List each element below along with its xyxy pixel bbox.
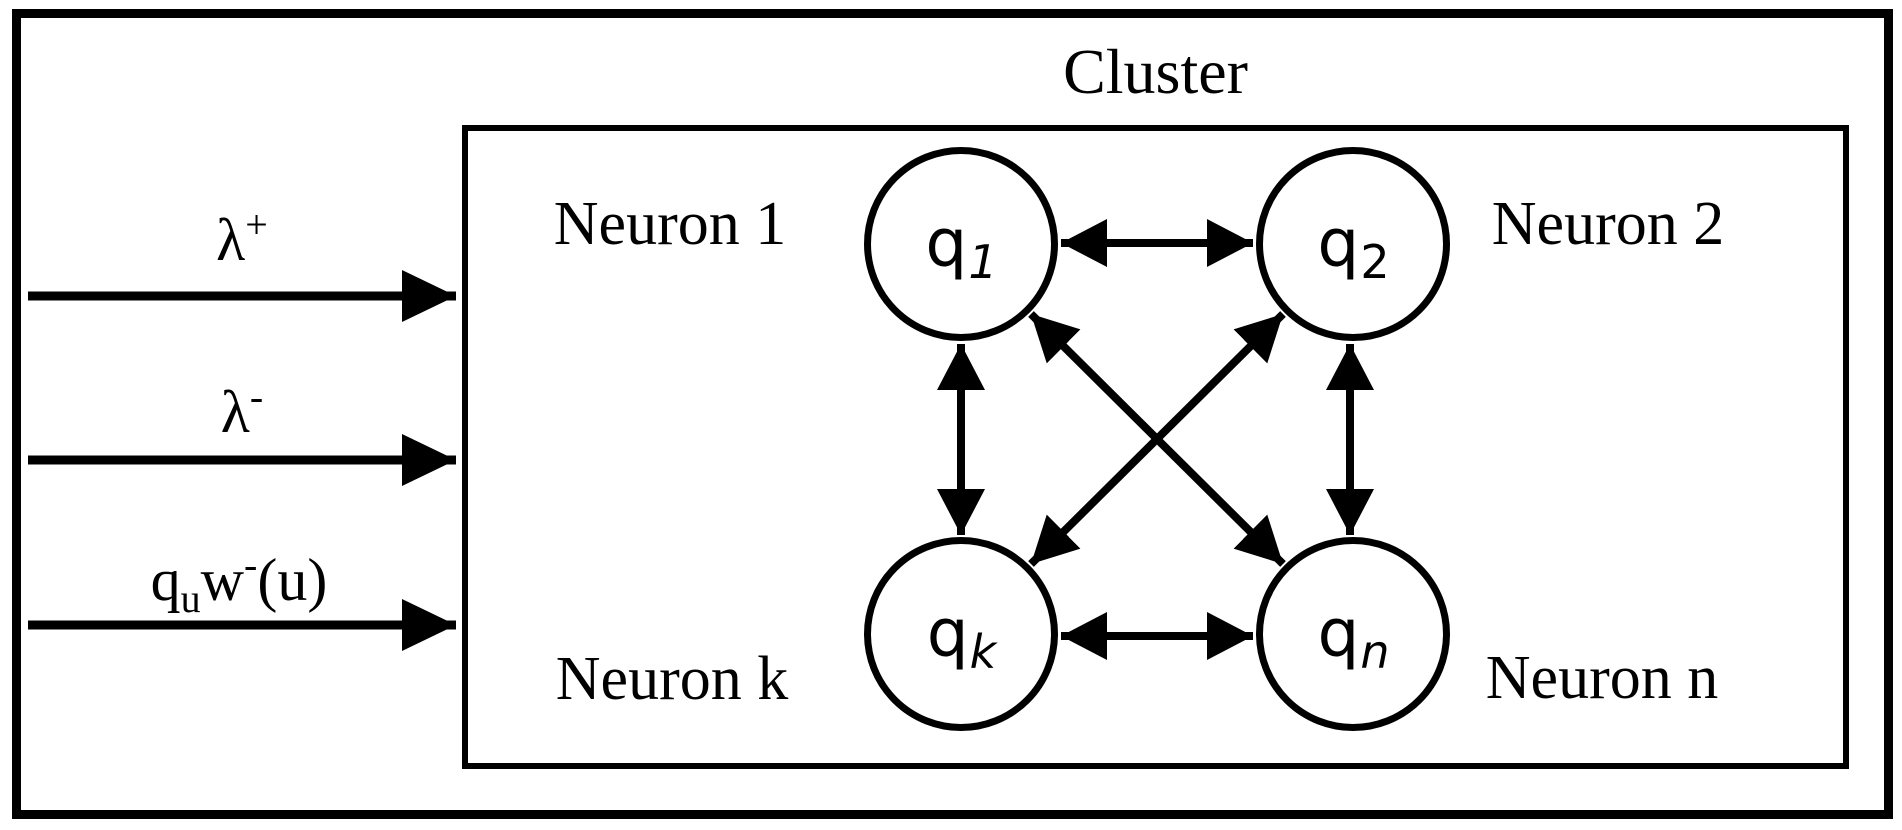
arrow-q2-qk xyxy=(1028,311,1286,567)
input-label-lambda-minus: λ- xyxy=(220,377,263,445)
cluster-box xyxy=(462,125,1849,769)
weighted-q-sub: u xyxy=(180,576,201,621)
lambda-minus-base: λ xyxy=(220,379,250,445)
neuron-2-label: Neuron 2 xyxy=(1491,190,1725,258)
qn-base: q xyxy=(1317,595,1360,672)
weighted-w-base: w xyxy=(200,547,245,613)
input-label-weighted-rate: quw-(u) xyxy=(150,545,328,619)
q2-sub: 2 xyxy=(1360,235,1390,289)
qk-sub: k xyxy=(969,625,997,679)
lambda-minus-sup: - xyxy=(249,374,264,419)
outer-frame xyxy=(12,9,1893,819)
qk-base: q xyxy=(926,595,969,672)
q2-base: q xyxy=(1317,205,1360,282)
weighted-w-sup: - xyxy=(244,542,258,587)
input-label-lambda-plus: λ+ xyxy=(216,205,268,273)
neuron-1-label: Neuron 1 xyxy=(553,190,787,258)
cluster-title: Cluster xyxy=(1063,36,1248,107)
weighted-tail: (u) xyxy=(257,547,328,613)
neuron-n-label: Neuron n xyxy=(1485,644,1719,712)
lambda-plus-base: λ xyxy=(216,207,246,273)
q1-base: q xyxy=(925,205,968,282)
qn-sub: n xyxy=(1360,625,1390,679)
neuron-k-label: Neuron k xyxy=(555,645,789,713)
q1-sub: 1 xyxy=(968,235,998,289)
weighted-q-base: q xyxy=(150,547,181,613)
lambda-plus-sup: + xyxy=(245,202,268,247)
